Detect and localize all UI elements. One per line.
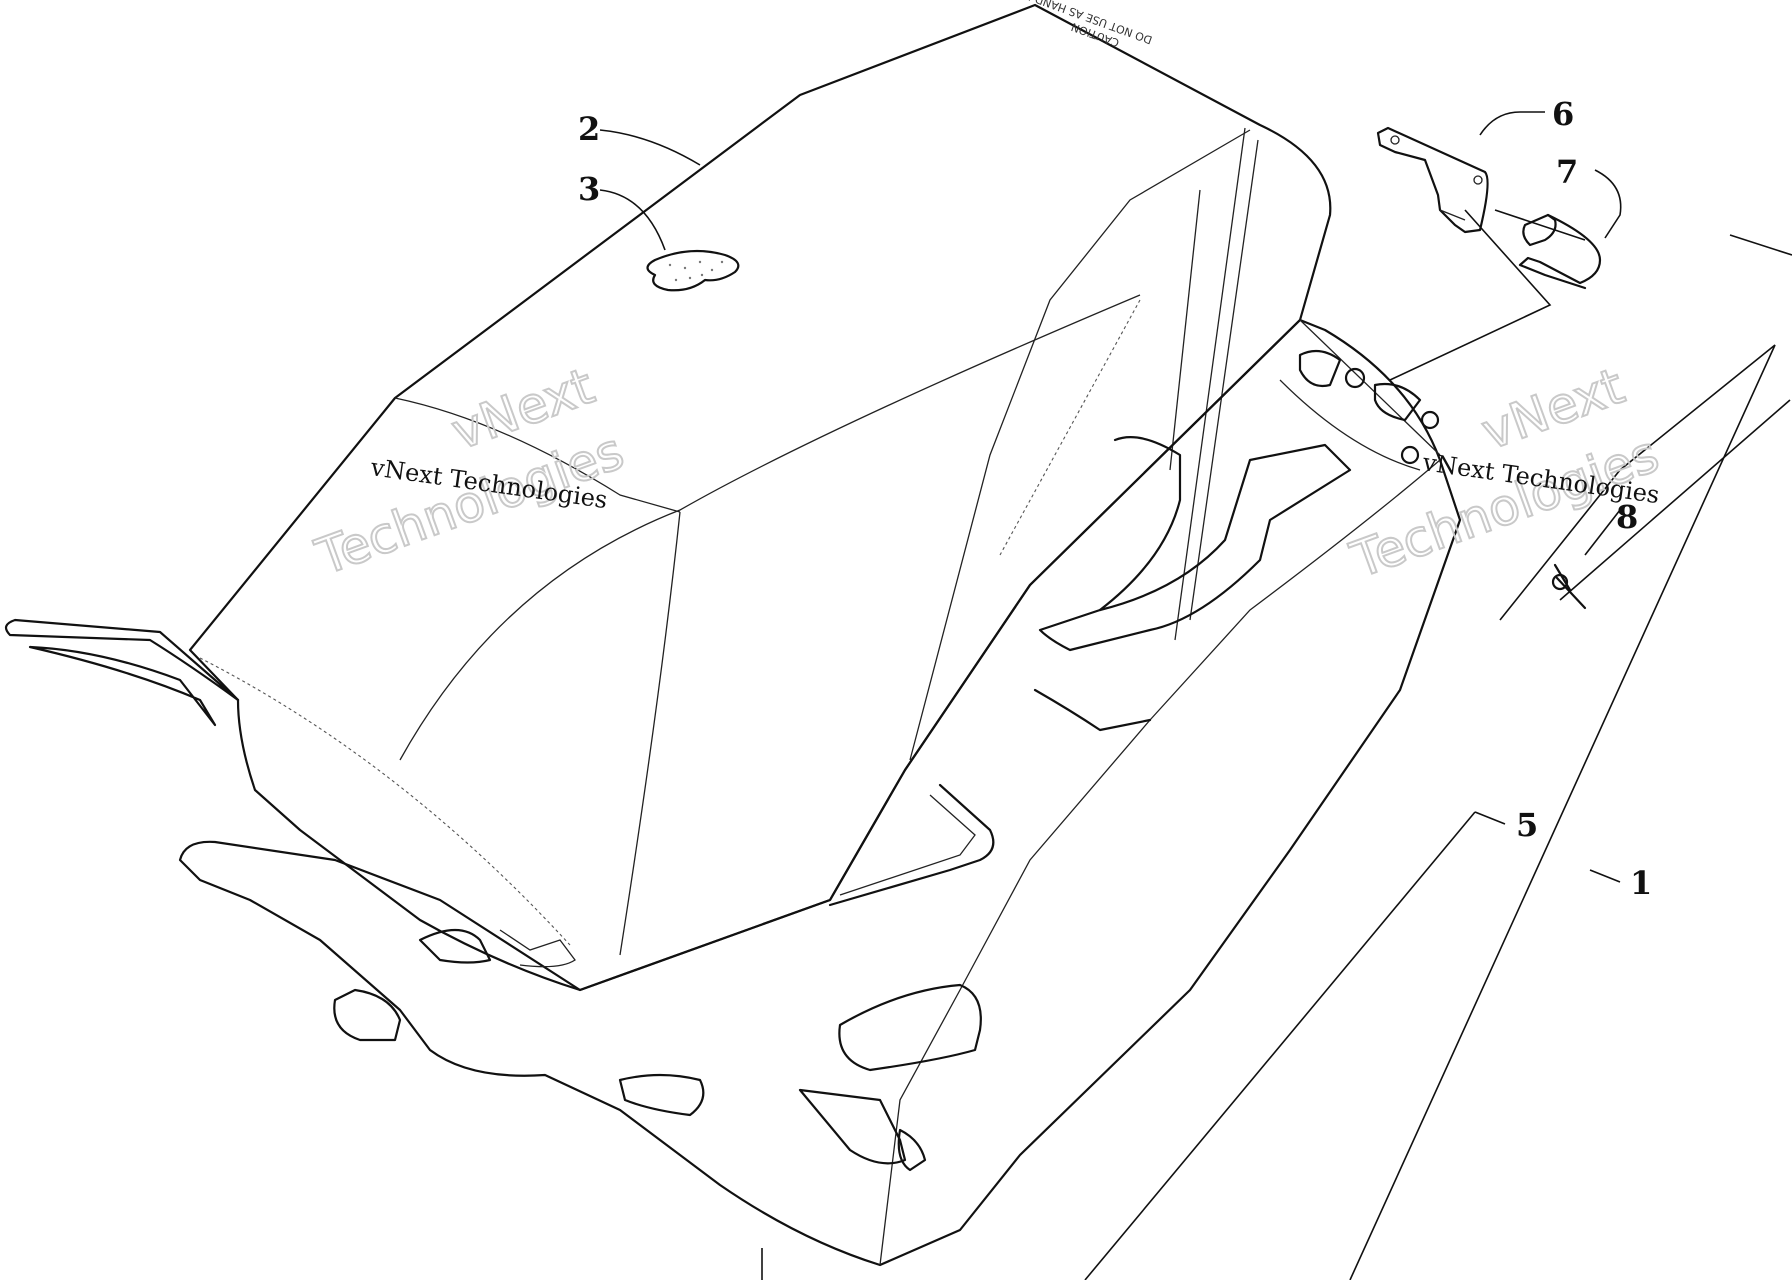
watermark-left: vNext Technologies vNext Technologies — [307, 356, 632, 588]
seat-base — [178, 318, 1462, 1267]
callout-5: 5 — [1516, 806, 1538, 844]
hairpin-clip — [1518, 213, 1602, 290]
leader-lines — [599, 111, 1792, 1280]
callout-2: 2 — [578, 110, 600, 148]
watermark-right: vNext Technologies vNext Technologies — [1342, 356, 1667, 591]
callout-6: 6 — [1552, 95, 1574, 133]
seat-stamp: CAUTION DO NOT USE AS HAND HOLD — [1000, 0, 1154, 49]
callout-labels: 2 3 6 7 8 5 1 — [578, 95, 1652, 902]
lock-pin — [1551, 563, 1587, 610]
seat-patch — [646, 249, 740, 292]
callout-8: 8 — [1616, 498, 1638, 536]
callout-3: 3 — [578, 170, 600, 208]
callout-7: 7 — [1556, 153, 1578, 191]
callout-1: 1 — [1630, 864, 1652, 902]
bracket — [1376, 126, 1489, 234]
